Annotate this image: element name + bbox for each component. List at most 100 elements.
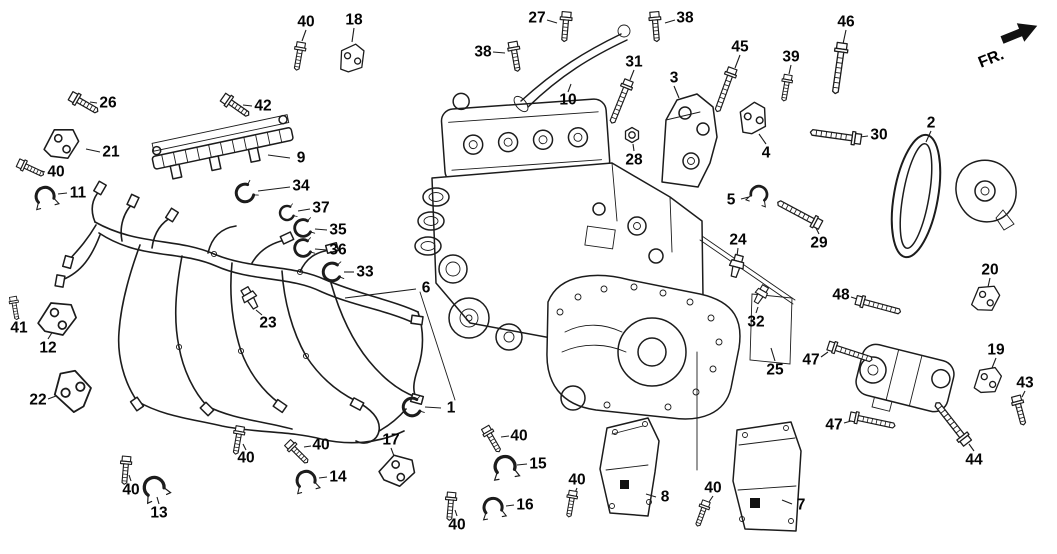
leader-line-13 bbox=[156, 496, 160, 505]
leader-line-38 bbox=[492, 51, 506, 54]
callout-label-44: 44 bbox=[965, 452, 983, 469]
leader-line-32 bbox=[755, 306, 759, 314]
callout-label-23: 23 bbox=[259, 315, 277, 332]
leader-line-10 bbox=[567, 83, 572, 93]
callout-leader-lines bbox=[16, 19, 1026, 517]
leader-line-44 bbox=[968, 443, 975, 452]
bolt-part-icon bbox=[692, 498, 712, 529]
callout-label-5: 5 bbox=[727, 192, 736, 209]
ring-part-icon bbox=[320, 260, 346, 284]
callout-label-40: 40 bbox=[47, 164, 64, 181]
callout-label-16: 16 bbox=[516, 497, 534, 514]
leader-line-11 bbox=[57, 192, 68, 195]
callout-label-19: 19 bbox=[987, 342, 1005, 359]
clamp-part-icon bbox=[478, 495, 508, 522]
callout-label-32: 32 bbox=[747, 314, 764, 331]
bracket-part-icon bbox=[42, 123, 82, 163]
leader-line-28 bbox=[632, 143, 635, 152]
leader-line-3 bbox=[673, 85, 680, 99]
bolt-part-icon bbox=[290, 40, 308, 72]
leader-line-40 bbox=[454, 509, 458, 517]
leader-line-31 bbox=[629, 69, 635, 81]
leader-line-27 bbox=[546, 19, 558, 24]
leader-line-34 bbox=[257, 186, 291, 192]
callout-label-13: 13 bbox=[150, 505, 168, 522]
callout-label-7: 7 bbox=[797, 497, 806, 514]
callout-label-40: 40 bbox=[568, 472, 585, 489]
callout-label-40: 40 bbox=[510, 428, 527, 445]
cover-plate-8 bbox=[599, 417, 660, 517]
callout-label-45: 45 bbox=[731, 39, 749, 56]
bracket-part-icon bbox=[35, 295, 81, 341]
boltlong-part-icon bbox=[605, 77, 636, 126]
bolt-part-icon bbox=[557, 10, 574, 43]
leader-line-17 bbox=[390, 447, 395, 457]
leader-line-7 bbox=[781, 499, 793, 505]
callout-label-38: 38 bbox=[474, 44, 492, 61]
callout-label-40: 40 bbox=[704, 480, 721, 497]
callout-label-22: 22 bbox=[29, 392, 46, 409]
bracket-part-icon bbox=[973, 365, 1003, 395]
callout-label-48: 48 bbox=[832, 287, 850, 304]
callout-label-40: 40 bbox=[448, 517, 465, 534]
ring-part-icon bbox=[291, 215, 317, 240]
callout-label-43: 43 bbox=[1016, 375, 1034, 392]
leader-line-45 bbox=[734, 54, 741, 69]
leader-line-21 bbox=[85, 148, 101, 153]
bolt-part-icon bbox=[283, 438, 312, 467]
ring-part-icon bbox=[276, 202, 299, 224]
nut-part-icon bbox=[624, 126, 640, 144]
bolt-part-icon bbox=[66, 89, 102, 118]
boltlong-part-icon bbox=[930, 398, 974, 448]
callout-label-33: 33 bbox=[356, 264, 374, 281]
boltlong-part-icon bbox=[828, 41, 850, 96]
leader-line-1 bbox=[424, 406, 442, 409]
callout-label-11: 11 bbox=[70, 185, 87, 202]
idler-assembly bbox=[955, 159, 1017, 231]
bolt-part-icon bbox=[15, 157, 47, 181]
leader-line-40 bbox=[500, 435, 510, 438]
leader-line-2 bbox=[925, 130, 932, 143]
sensor-part-icon bbox=[726, 252, 747, 280]
bolt-part-icon bbox=[118, 455, 133, 486]
callout-label-9: 9 bbox=[297, 150, 306, 167]
sensor-part-icon bbox=[237, 284, 263, 312]
boltlong-part-icon bbox=[854, 293, 903, 319]
leader-line-47 bbox=[820, 351, 829, 358]
callout-label-28: 28 bbox=[625, 152, 643, 169]
fuel-rail bbox=[151, 114, 294, 180]
alternator bbox=[855, 343, 955, 413]
callout-label-40: 40 bbox=[312, 437, 329, 454]
clamp-part-icon bbox=[744, 181, 773, 209]
callout-label-24: 24 bbox=[729, 232, 747, 249]
callout-label-34: 34 bbox=[292, 178, 310, 195]
callout-label-15: 15 bbox=[529, 456, 547, 473]
valve-cover bbox=[440, 92, 611, 184]
coolant-pipe bbox=[513, 24, 631, 113]
bolt-part-icon bbox=[479, 424, 505, 455]
callout-label-47: 47 bbox=[802, 352, 819, 369]
boltlong-part-icon bbox=[808, 125, 863, 147]
clamp-part-icon bbox=[30, 183, 61, 212]
callout-label-46: 46 bbox=[837, 14, 855, 31]
clamp-part-icon bbox=[291, 467, 322, 496]
callout-label-4: 4 bbox=[762, 145, 771, 162]
leader-line-40 bbox=[128, 474, 132, 482]
callout-label-20: 20 bbox=[981, 262, 998, 279]
clamp-part-icon bbox=[489, 452, 522, 482]
callout-label-40: 40 bbox=[122, 482, 139, 499]
leader-line-40 bbox=[303, 445, 312, 448]
bracket-part-icon bbox=[733, 98, 773, 138]
bracket-part-icon bbox=[375, 447, 421, 493]
callout-label-35: 35 bbox=[329, 222, 347, 239]
leader-line-18 bbox=[351, 27, 355, 43]
callout-label-17: 17 bbox=[382, 432, 399, 449]
bolt-part-icon bbox=[1009, 394, 1030, 427]
cover-plate-7 bbox=[696, 351, 802, 532]
ring-part-icon bbox=[231, 178, 260, 207]
callout-label-31: 31 bbox=[625, 54, 643, 71]
callout-label-6: 6 bbox=[422, 280, 431, 297]
leader-line-15 bbox=[516, 463, 528, 466]
callout-label-21: 21 bbox=[102, 144, 120, 161]
